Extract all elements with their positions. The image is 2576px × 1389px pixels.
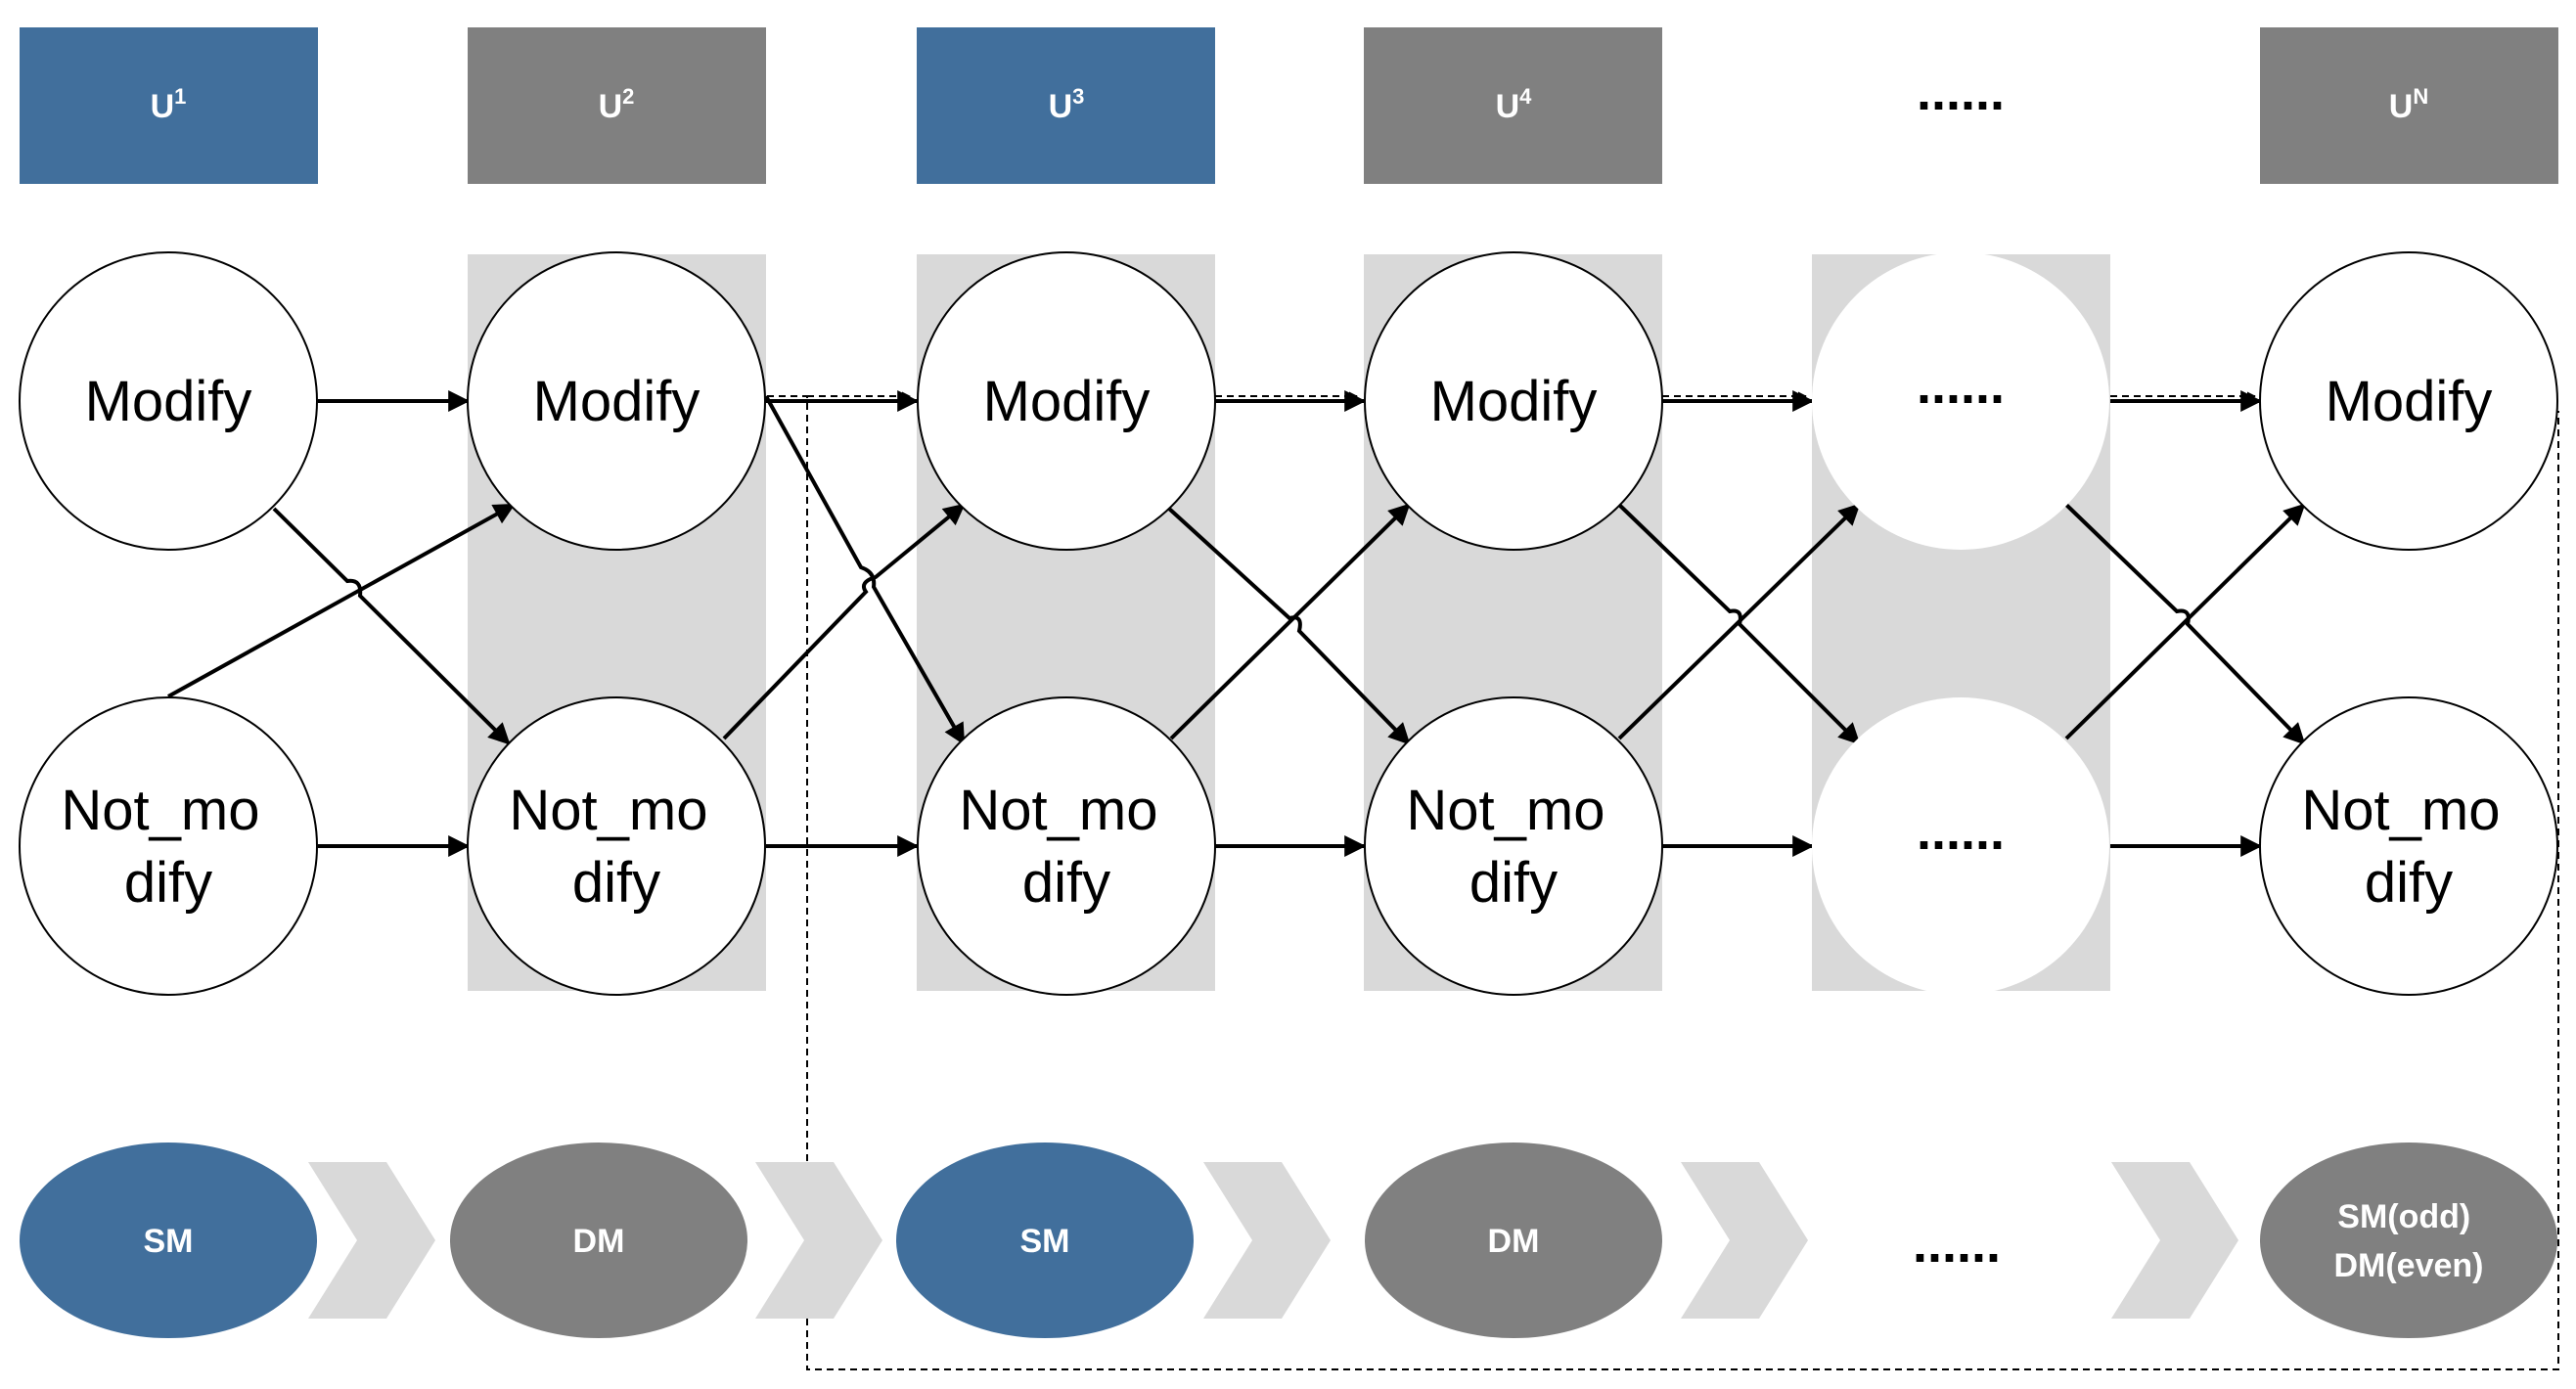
diagonal-transitions [167,395,2306,745]
stage-sm-3 [896,1143,1194,1338]
modify-node-1 [19,251,318,551]
stage-dm-4 [1365,1143,1662,1338]
arrow-m4-ne [1617,503,1861,745]
stage-label-2: DM [573,1223,625,1260]
not-modify-line2-2: dify [572,851,660,915]
header-ellipsis: ...... [1917,63,2005,121]
arrow-n2-m3 [722,503,966,740]
not-modify-label-2: Not_mo dify [509,779,723,915]
chevron-3 [1203,1162,1331,1319]
modify-node-n [2259,251,2558,551]
not-modify-node-ellipsis [1812,697,2109,995]
not-modify-row: Not_mo dify Not_mo dify Not_mo dify Not_… [19,696,2558,996]
header-u2-label: U2 [599,84,635,125]
not-modify-node-4 [1364,696,1663,996]
not-modify-line2-3: dify [1022,851,1110,915]
header-u2-box [468,27,766,184]
feedback-loop-dashed [767,395,2559,1370]
header-un-box [2260,27,2558,184]
arrow-m2-n3 [764,395,966,745]
modify-node-ellipsis [1812,252,2109,550]
modify-label-4: Modify [1430,370,1598,433]
modify-row: Modify Modify Modify Modify ...... Modif… [19,251,2558,551]
modify-node-4 [1364,251,1663,551]
not-modify-node-n [2259,696,2558,996]
chevron-1 [308,1162,435,1319]
chevron-4 [1681,1162,1808,1319]
not-modify-label-4: Not_mo dify [1406,779,1620,915]
not-modify-line1-n: Not_mo [2301,779,2500,842]
modify-node-3 [917,251,1216,551]
modify-label-ellipsis: ...... [1917,356,2005,415]
not-modify-line1-2: Not_mo [509,779,707,842]
header-u3-label: U3 [1049,84,1085,125]
not-modify-line1-3: Not_mo [959,779,1157,842]
arrow-n1-m2 [167,503,516,698]
not-modify-label-1: Not_mo dify [61,779,275,915]
arrow-ne-mn [2064,503,2306,740]
modify-label-1: Modify [85,370,252,433]
arrow-me-nn [2064,503,2306,745]
arrow-m3-n4 [1167,507,1411,745]
not-modify-line1-1: Not_mo [61,779,259,842]
stage-final [2260,1143,2557,1338]
stage-label-1: SM [144,1223,194,1260]
chevron-5 [2111,1162,2238,1319]
arrow-n3-m4 [1169,503,1411,740]
header-row: U1 U2 U3 U4 ...... UN [20,27,2558,184]
stage-sm-1 [20,1143,317,1338]
not-modify-line2-4: dify [1469,851,1558,915]
not-modify-label-ellipsis: ...... [1917,802,2005,861]
header-u3-box [917,27,1215,184]
stage-ellipsis: ...... [1913,1215,2001,1274]
not-modify-label-n: Not_mo dify [2301,779,2515,915]
header-u4-box [1364,27,1662,184]
chevron-2 [755,1162,882,1319]
not-modify-label-3: Not_mo dify [959,779,1173,915]
horizontal-transitions [318,390,2263,857]
modify-node-2 [467,251,766,551]
stage-dm-2 [450,1143,747,1338]
stage-chevrons [308,1162,2238,1319]
modify-label-2: Modify [533,370,700,433]
not-modify-node-2 [467,696,766,996]
not-modify-node-1 [19,696,318,996]
modify-label-n: Modify [2326,370,2493,433]
header-u4-label: U4 [1496,84,1533,125]
arrow-m1-n2 [272,507,511,745]
stage-row: SM DM SM DM ...... SM(odd) DM(even) [20,1143,2557,1338]
stage-label-final: SM(odd) DM(even) [2333,1198,2483,1284]
not-modify-line2-n: dify [2365,851,2453,915]
stage-label-3: SM [1020,1223,1070,1260]
header-un-label: UN [2389,84,2428,125]
not-modify-node-3 [917,696,1216,996]
stage-final-line2: DM(even) [2333,1247,2483,1284]
modify-label-3: Modify [983,370,1151,433]
stage-final-line1: SM(odd) [2337,1198,2470,1235]
not-modify-line1-4: Not_mo [1406,779,1604,842]
stage-label-4: DM [1488,1223,1540,1260]
header-u1-label: U1 [151,84,187,125]
not-modify-line2-1: dify [124,851,212,915]
header-u1-box [20,27,318,184]
arrow-n4-me [1617,503,1861,740]
